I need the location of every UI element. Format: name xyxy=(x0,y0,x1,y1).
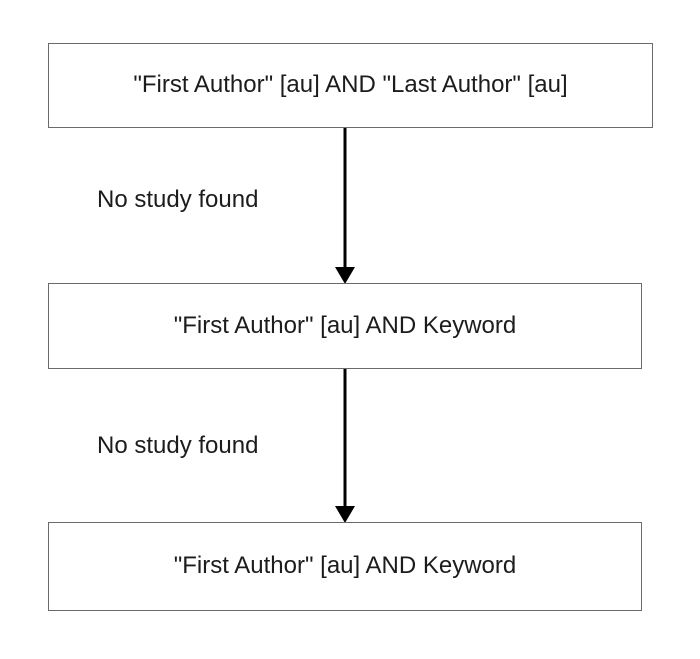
arrow-label-no-study-found: No study found xyxy=(97,432,259,459)
down-arrow-icon xyxy=(335,128,355,284)
arrow-label-no-study-found: No study found xyxy=(97,186,259,213)
flow-box-label: "First Author" [au] AND Keyword xyxy=(173,311,517,339)
flow-box-first-author-keyword: "First Author" [au] AND Keyword xyxy=(48,283,642,369)
flow-box-first-last-author: "First Author" [au] AND "Last Author" [a… xyxy=(48,43,653,128)
down-arrow-icon xyxy=(335,369,355,523)
flow-box-label: "First Author" [au] AND Keyword xyxy=(173,552,517,580)
flow-box-label: "First Author" [au] AND "Last Author" [a… xyxy=(133,71,568,99)
flow-box-first-author-keyword-2: "First Author" [au] AND Keyword xyxy=(48,522,642,611)
